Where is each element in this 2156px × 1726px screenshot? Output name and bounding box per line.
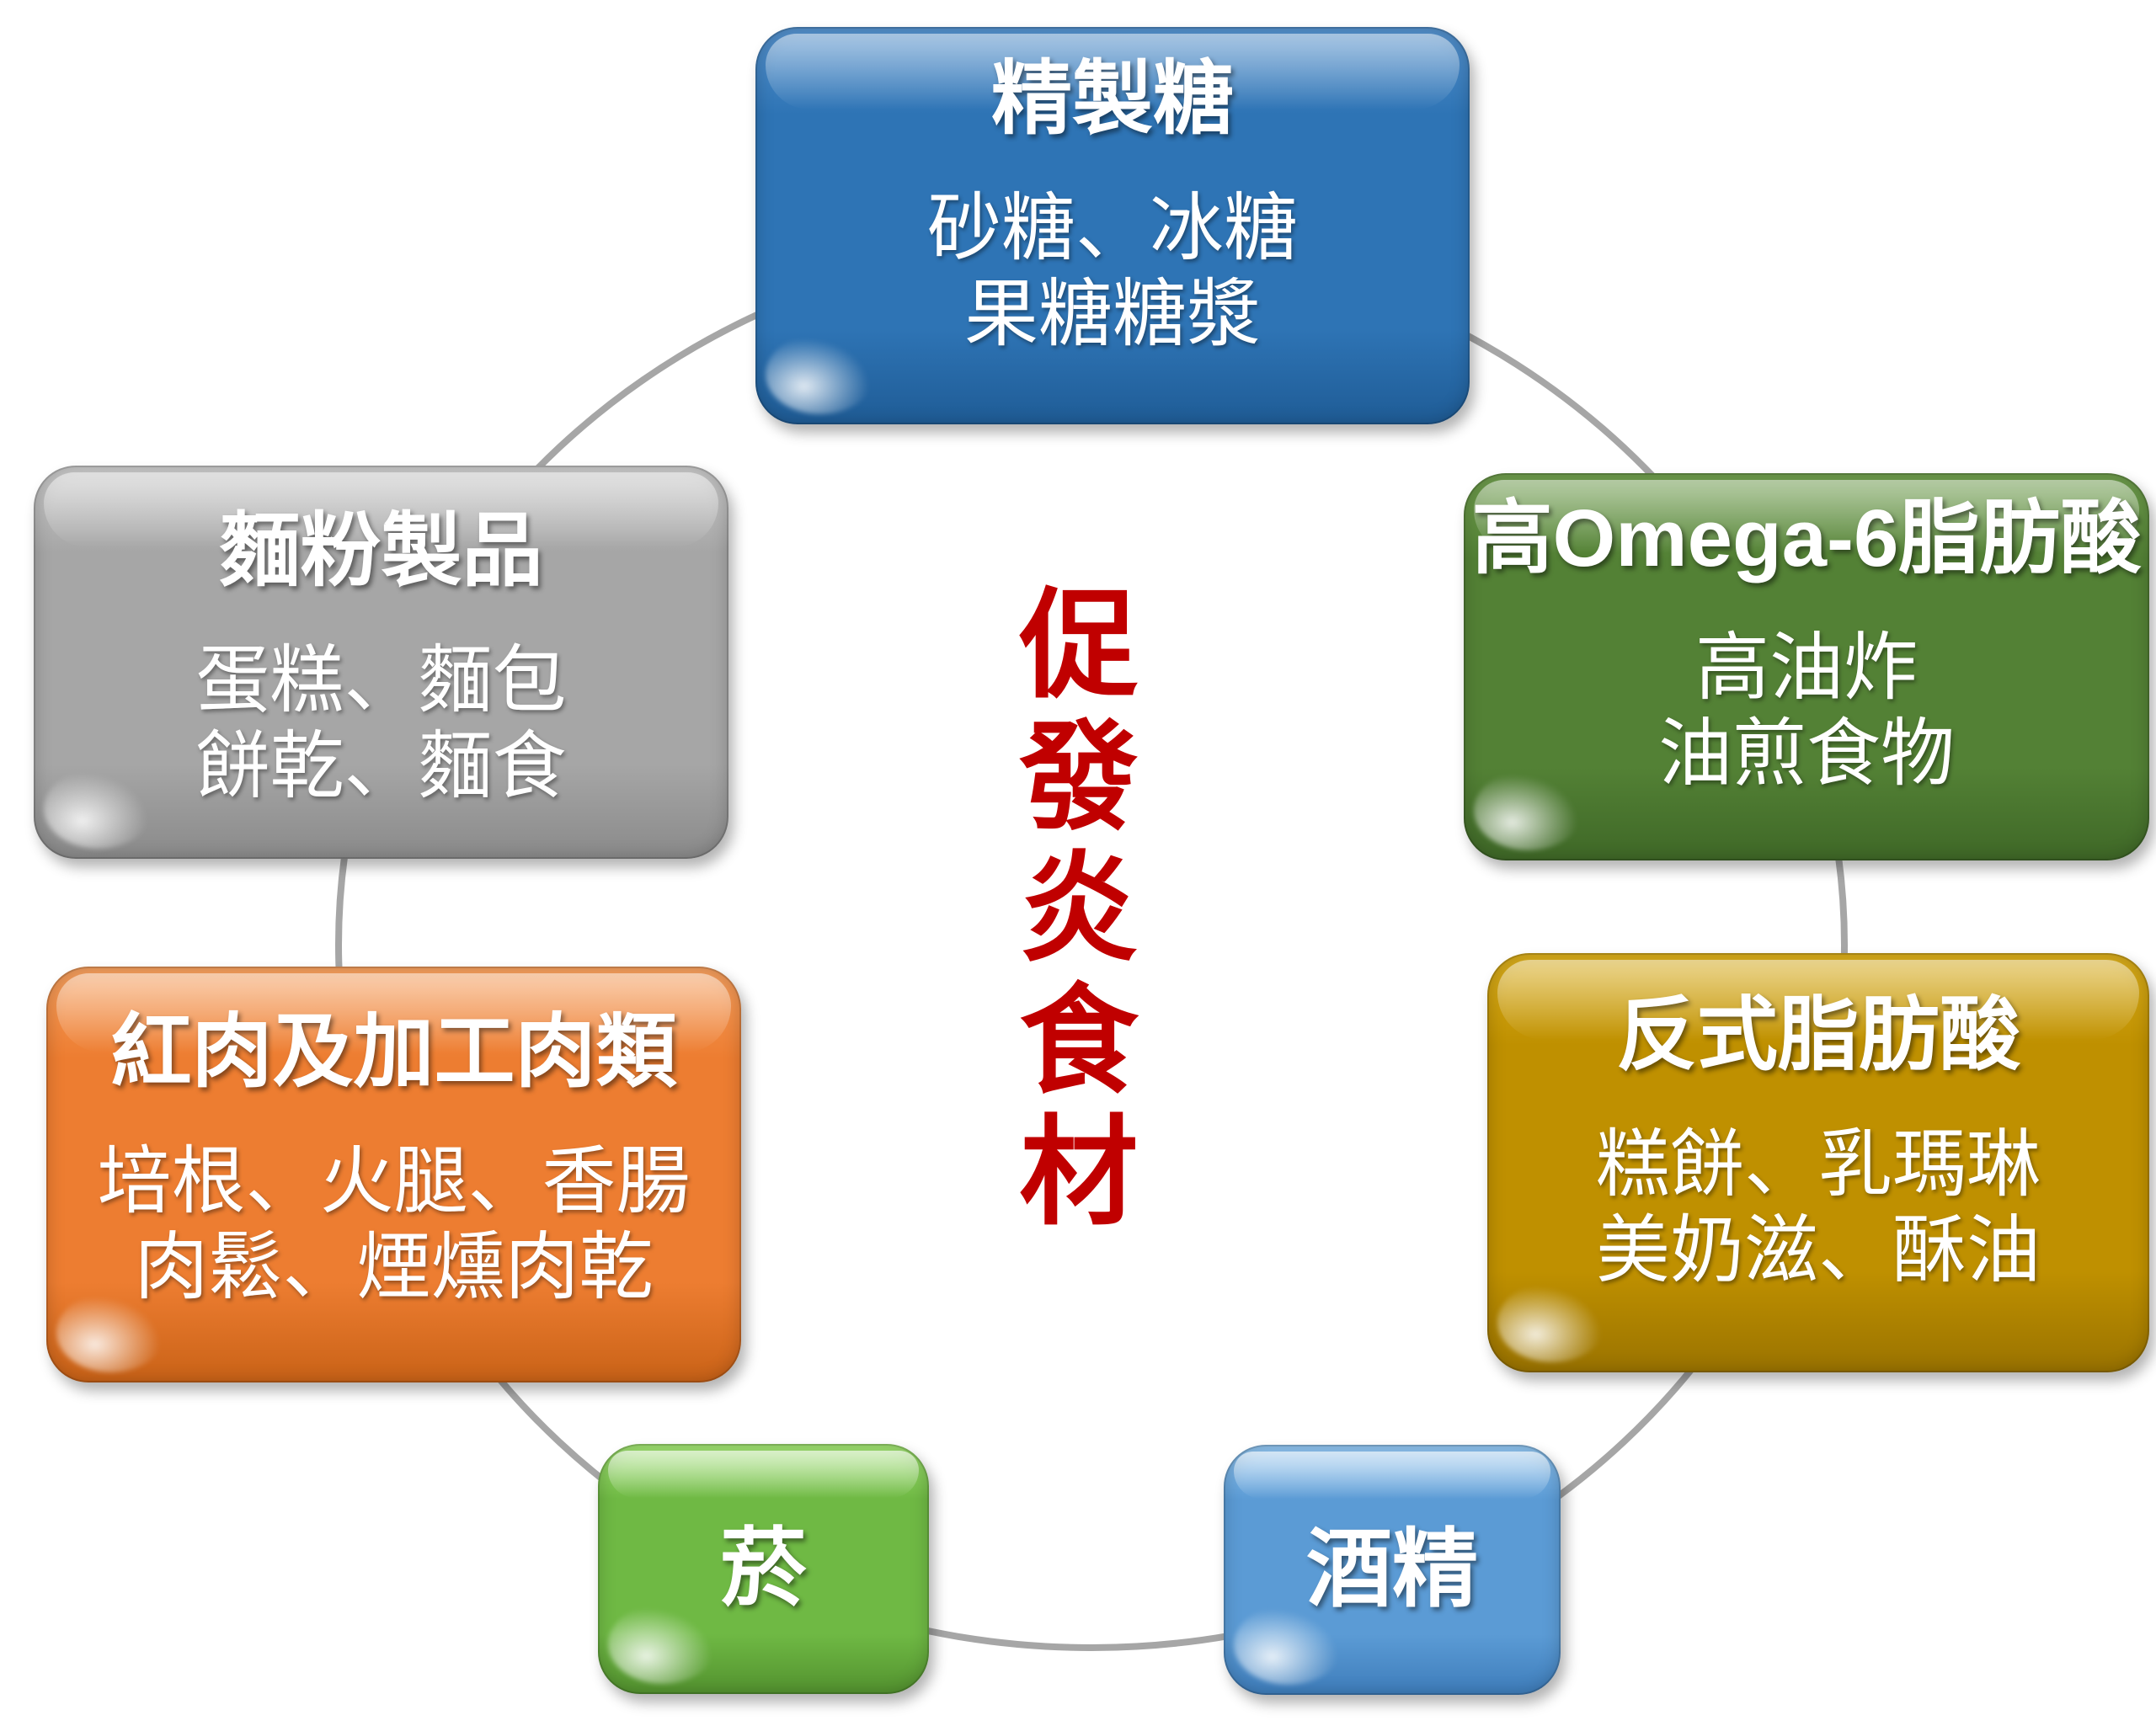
node-refined-sugar: 精製糖 砂糖、冰糖 果糖糖漿: [755, 27, 1470, 424]
body-line: 果糖糖漿: [963, 271, 1261, 355]
body-line: 油煎食物: [1657, 711, 1955, 795]
node-trans-fat: 反式脂肪酸 糕餅、乳瑪琳 美奶滋、酥油: [1487, 953, 2149, 1372]
node-omega6-title: 高Omega-6脂肪酸: [1471, 493, 2142, 583]
node-flour-products-body: 蛋糕、麵包 餅乾、麵食: [34, 637, 728, 809]
node-red-processed-meat: 紅肉及加工肉類 培根、火腿、香腸 肉鬆、煙燻肉乾: [46, 967, 741, 1382]
node-omega6-body: 高油炸 油煎食物: [1464, 625, 2149, 796]
body-line: 培根、火腿、香腸: [97, 1138, 691, 1223]
center-title: 促發炎食材: [1019, 578, 1139, 1239]
body-line: 糕餅、乳瑪琳: [1595, 1121, 2041, 1206]
node-refined-sugar-title: 精製糖: [991, 54, 1234, 144]
node-refined-sugar-body: 砂糖、冰糖 果糖糖漿: [755, 185, 1470, 357]
node-tobacco-title: 菸: [720, 1521, 807, 1617]
node-red-processed-meat-body: 培根、火腿、香腸 肉鬆、煙燻肉乾: [46, 1138, 741, 1310]
node-flour-products: 麵粉製品 蛋糕、麵包 餅乾、麵食: [34, 466, 728, 859]
body-line: 砂糖、冰糖: [926, 185, 1298, 269]
body-line: 美奶滋、酥油: [1595, 1207, 2041, 1292]
node-omega6-fatty-acid: 高Omega-6脂肪酸 高油炸 油煎食物: [1464, 473, 2149, 860]
node-red-processed-meat-title: 紅肉及加工肉類: [110, 1007, 677, 1097]
node-trans-fat-body: 糕餅、乳瑪琳 美奶滋、酥油: [1487, 1121, 2149, 1293]
body-line: 餅乾、麵食: [195, 723, 567, 807]
node-tobacco: 菸: [598, 1444, 929, 1694]
body-line: 肉鬆、煙燻肉乾: [134, 1224, 654, 1308]
body-line: 蛋糕、麵包: [195, 637, 567, 722]
node-trans-fat-title: 反式脂肪酸: [1616, 990, 2020, 1080]
body-line: 高油炸: [1694, 625, 1918, 709]
node-flour-products-title: 麵粉製品: [219, 506, 543, 596]
node-alcohol-title: 酒精: [1306, 1521, 1478, 1618]
node-alcohol: 酒精: [1224, 1445, 1561, 1695]
